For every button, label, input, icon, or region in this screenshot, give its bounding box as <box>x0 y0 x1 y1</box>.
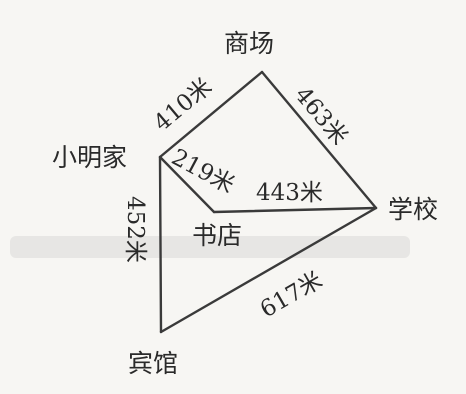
label-hotel: 宾馆 <box>128 349 178 378</box>
scan-smudge <box>10 236 410 258</box>
label-mall: 商场 <box>224 29 274 58</box>
label-home: 小明家 <box>52 143 127 172</box>
road-mall-school <box>260 70 378 210</box>
road-home-bookstore <box>158 155 216 214</box>
distance-home-mall: 410米 <box>149 74 217 137</box>
distance-hotel-school: 617米 <box>256 267 327 323</box>
road-home-hotel <box>158 155 163 334</box>
distance-home-hotel: 452米 <box>122 196 148 263</box>
distance-bookstore-school: 443米 <box>256 180 323 206</box>
label-bookstore: 书店 <box>192 221 242 250</box>
road-home-mall <box>158 70 264 159</box>
road-hotel-school <box>159 206 378 334</box>
label-school: 学校 <box>388 195 438 224</box>
road-bookstore-school <box>212 206 378 214</box>
distance-home-bookstore: 219米 <box>167 144 238 198</box>
